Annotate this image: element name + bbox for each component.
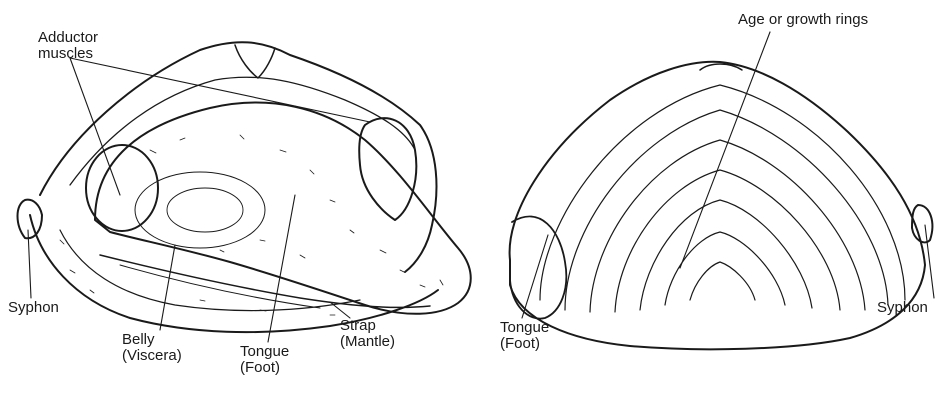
upper-shell-inner-rim bbox=[70, 77, 415, 185]
viscera-ring-inner bbox=[167, 188, 243, 232]
mantle-strap-edge bbox=[120, 265, 320, 308]
siphon-left-illustration bbox=[18, 200, 43, 239]
growth-ring bbox=[540, 85, 905, 300]
label-syphon-left: Syphon bbox=[8, 300, 59, 316]
leader-tongue-left bbox=[268, 195, 295, 342]
closed-shell-outline bbox=[510, 62, 925, 349]
leader-belly bbox=[160, 245, 175, 330]
texture-marks bbox=[60, 135, 443, 315]
leader-tongue-right bbox=[522, 235, 548, 318]
viscera-ring-outer bbox=[135, 172, 265, 248]
foot-body-outline bbox=[95, 103, 471, 314]
adductor-muscle-back bbox=[359, 118, 416, 220]
label-syphon-right: Syphon bbox=[877, 300, 928, 316]
label-adductor-muscles: Adductor muscles bbox=[38, 30, 98, 62]
label-age-rings: Age or growth rings bbox=[738, 12, 868, 28]
closed-clam-illustration bbox=[510, 62, 933, 349]
label-tongue-right: Tongue (Foot) bbox=[500, 320, 549, 352]
label-tongue-left: Tongue (Foot) bbox=[240, 344, 289, 376]
growth-ring bbox=[615, 170, 840, 312]
lower-shell-inner bbox=[60, 230, 360, 311]
opened-clam-illustration bbox=[18, 42, 471, 332]
growth-ring bbox=[565, 110, 888, 310]
leader-syphon-right bbox=[925, 225, 934, 298]
growth-ring bbox=[665, 232, 785, 305]
growth-ring bbox=[640, 200, 812, 310]
label-strap: Strap (Mantle) bbox=[340, 318, 395, 350]
label-belly: Belly (Viscera) bbox=[122, 332, 182, 364]
lower-shell-outline bbox=[30, 215, 438, 332]
leader-syphon-left bbox=[28, 230, 31, 298]
upper-shell-outline bbox=[40, 42, 436, 272]
shell-hinge bbox=[235, 45, 275, 78]
growth-ring bbox=[690, 262, 755, 300]
